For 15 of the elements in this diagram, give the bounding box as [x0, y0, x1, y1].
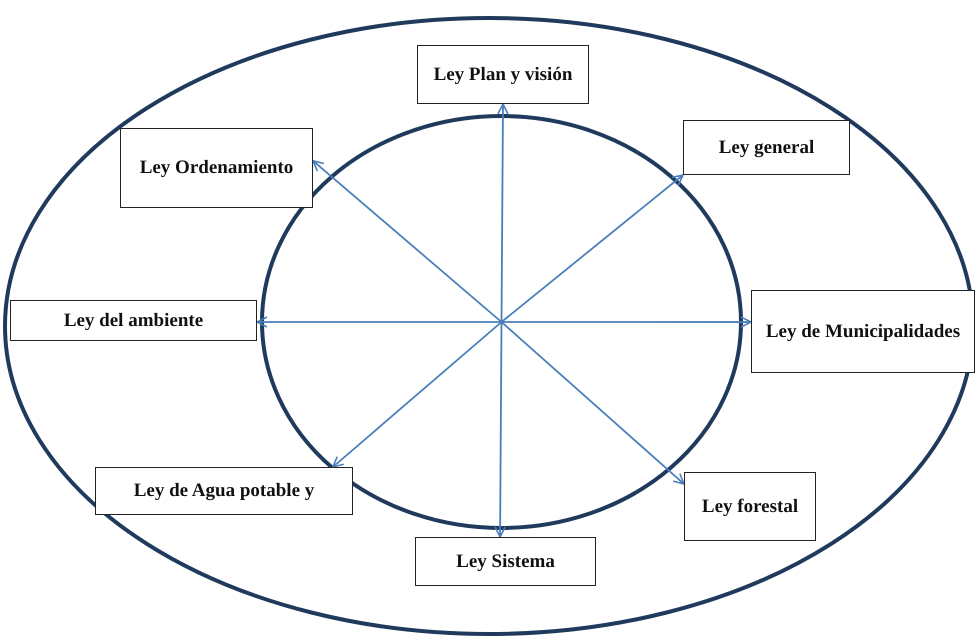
arrow [332, 321, 502, 468]
law-box: Ley Ordenamiento [120, 128, 313, 208]
arrow [500, 321, 685, 485]
arrow [312, 160, 502, 323]
arrow [256, 316, 502, 328]
law-box: Ley del ambiente [10, 300, 257, 341]
law-box: Ley forestal [684, 472, 816, 541]
law-box: Ley de Agua potable y [95, 467, 353, 515]
arrow [500, 174, 684, 323]
arrow [494, 322, 506, 538]
arrow [502, 316, 752, 328]
law-box: Ley Sistema [415, 537, 596, 586]
law-box: Ley Plan y visión [417, 45, 589, 104]
arrow [497, 103, 509, 322]
law-box: Ley general [683, 120, 850, 175]
